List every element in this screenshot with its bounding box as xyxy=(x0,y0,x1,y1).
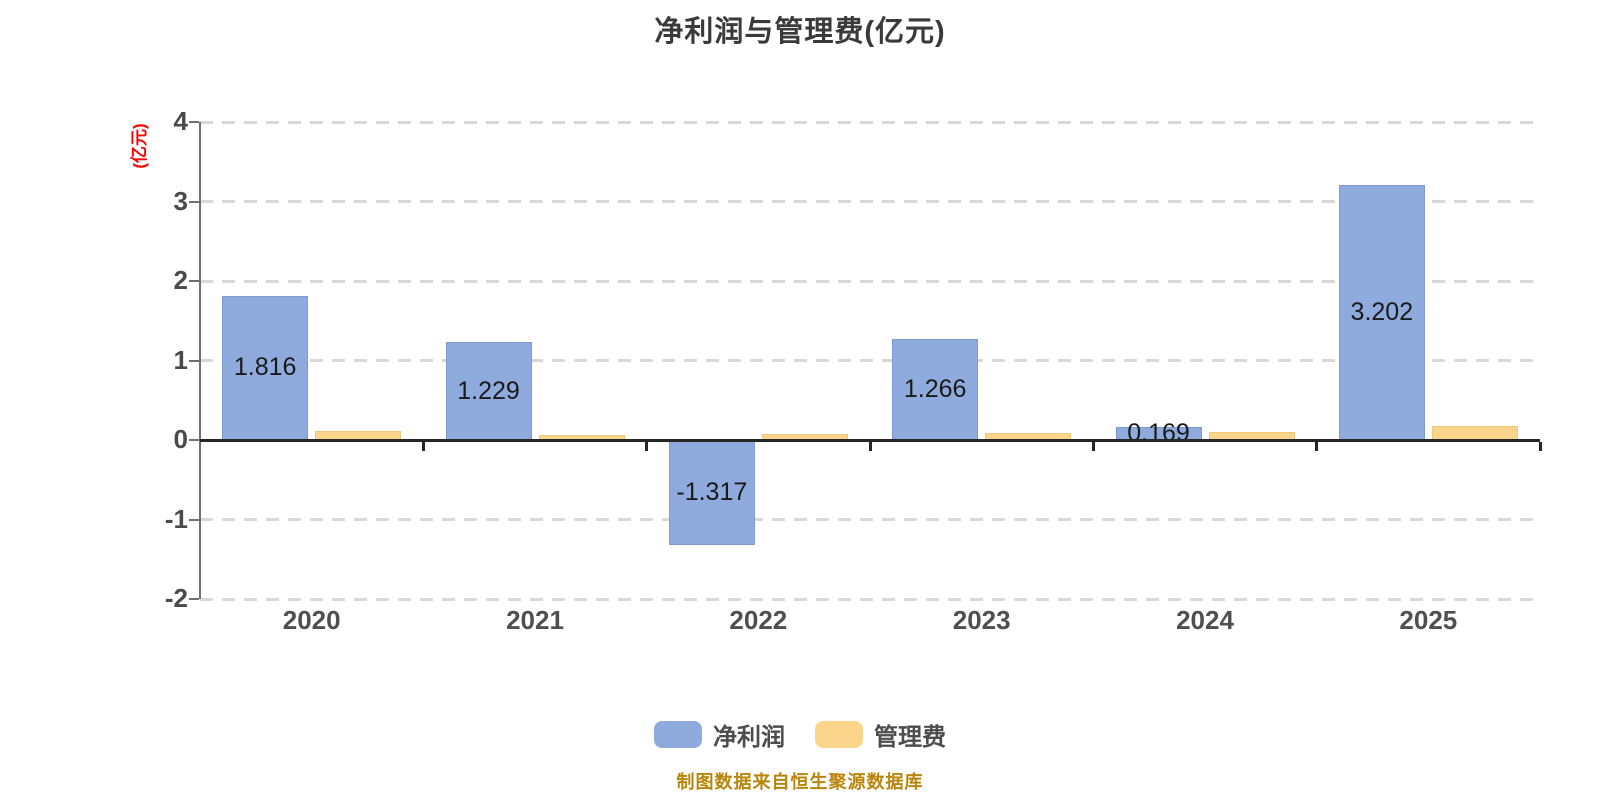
legend-label-net-profit: 净利润 xyxy=(713,723,785,751)
y-tick-label--2: -2 xyxy=(164,583,188,613)
net-profit-bar-2021 xyxy=(445,342,532,440)
gridline-3 xyxy=(200,200,1540,203)
y-tick-label--1: -1 xyxy=(164,503,188,534)
bar-value-label-2025: 3.202 xyxy=(1350,298,1414,327)
gridline--2 xyxy=(200,597,1540,601)
x-axis-tick-1 xyxy=(421,441,425,451)
x-tick-label-2024: 2024 xyxy=(1176,605,1234,635)
y-tick-label-0: 0 xyxy=(173,424,188,454)
x-axis-tick-5 xyxy=(1315,441,1319,451)
x-tick-label-2021: 2021 xyxy=(506,605,564,635)
legend-item-net-profit: 净利润 xyxy=(654,717,785,752)
legend-label-mgmt-fee: 管理费 xyxy=(874,723,946,751)
gridline--1 xyxy=(200,518,1540,521)
data-source-note: 制图数据来自恒生聚源数据库 xyxy=(676,772,924,792)
x-axis-tick-2 xyxy=(645,441,649,451)
legend-item-mgmt-fee: 管理费 xyxy=(815,717,946,752)
x-axis-tick-4 xyxy=(1091,441,1095,451)
y-axis-tick-2 xyxy=(189,280,199,282)
bar-value-label-2020: 1.816 xyxy=(233,353,297,382)
y-axis-line xyxy=(199,122,201,599)
x-tick-label-2023: 2023 xyxy=(952,605,1011,635)
x-tick-label-2022: 2022 xyxy=(729,605,788,635)
bar-value-label-2024: 0.169 xyxy=(1127,418,1190,447)
y-axis-tick-0 xyxy=(189,439,199,441)
y-tick-label-2: 2 xyxy=(173,265,188,295)
net-profit-bar-2020 xyxy=(222,295,309,440)
bar-value-label-2023: 1.266 xyxy=(903,375,967,404)
y-tick-label-4: 4 xyxy=(173,106,188,136)
y-tick-label-1: 1 xyxy=(173,344,188,375)
bar-value-label-2021: 1.229 xyxy=(457,376,520,405)
bar-value-label-2022: -1.317 xyxy=(676,477,748,506)
net-profit-bar-2025 xyxy=(1338,185,1425,440)
y-axis-tick-1 xyxy=(189,359,199,362)
net-profit-bar-2022 xyxy=(668,440,755,545)
chart-title: 净利润与管理费(亿元) xyxy=(654,16,946,48)
x-axis-tick-3 xyxy=(868,441,872,451)
x-axis-tick-6 xyxy=(1538,441,1542,451)
y-axis-tick--1 xyxy=(189,518,199,521)
gridline-2 xyxy=(200,279,1540,283)
gridline-4 xyxy=(200,120,1540,124)
x-tick-label-2020: 2020 xyxy=(282,605,341,635)
y-axis-tick-3 xyxy=(189,200,199,203)
legend: 净利润 管理费 xyxy=(0,712,1600,756)
plot-area: 1.816 1.229 -1.317 1.266 0.169 3.202 xyxy=(189,120,1542,601)
gridline-1 xyxy=(200,359,1540,362)
net-profit-swatch xyxy=(654,720,702,748)
x-axis-zero-line xyxy=(200,438,1540,442)
y-axis-tick-4 xyxy=(189,121,199,123)
y-tick-label-3: 3 xyxy=(173,185,188,216)
x-tick-label-2025: 2025 xyxy=(1399,605,1458,635)
y-axis-tick--2 xyxy=(189,598,199,600)
mgmt-fee-swatch xyxy=(815,720,863,748)
